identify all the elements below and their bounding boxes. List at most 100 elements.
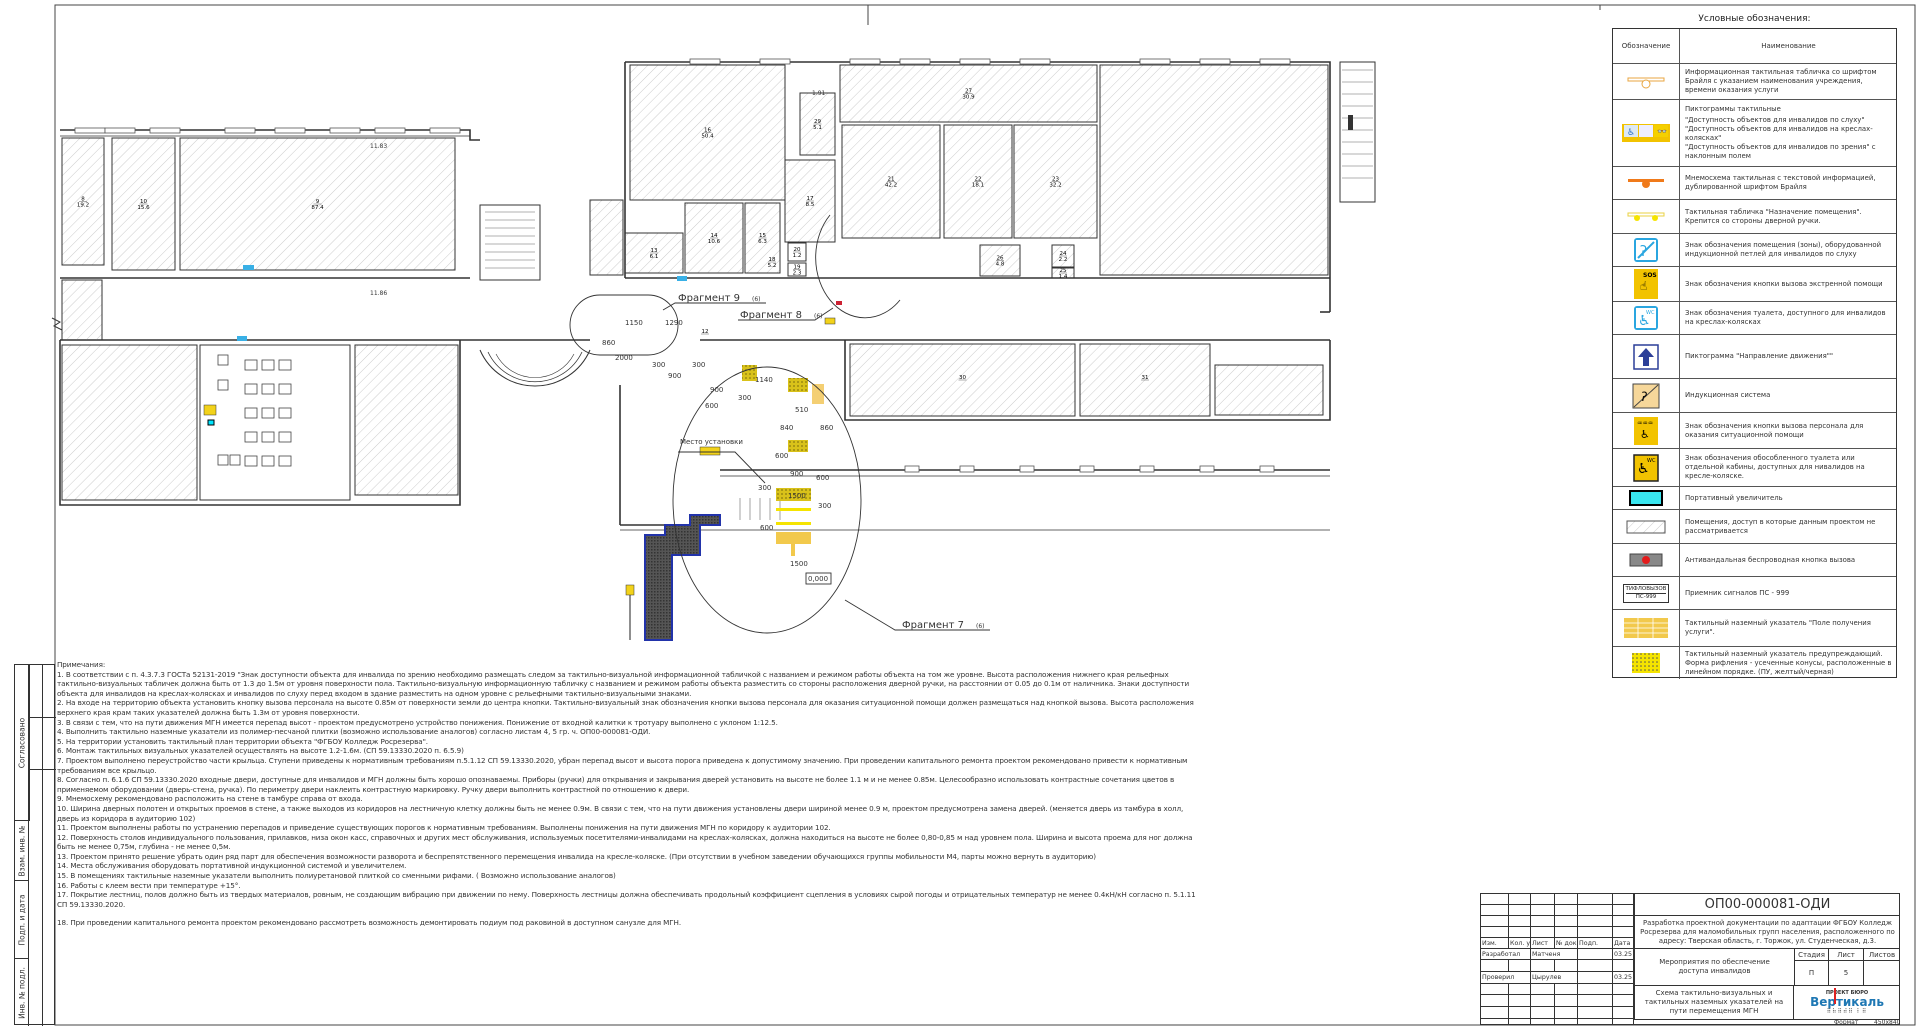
inv-orig-cell: Инв. № подл.	[15, 959, 29, 1026]
room-area: 19.2	[77, 203, 89, 209]
legend-col-name: Наименование	[1761, 41, 1816, 50]
legend-item-text: Знак обозначения кнопки вызова персонала…	[1685, 413, 1892, 448]
dimension-label: 1290	[665, 319, 683, 327]
dimension-label: 860	[602, 339, 615, 347]
title-block-cell	[1481, 894, 1509, 905]
dimension-label: 1140	[755, 376, 773, 384]
legend-item-text: Индукционная система	[1685, 379, 1892, 412]
excluded-area	[1099, 64, 1329, 276]
legend-text-line: Помещения, доступ в которые данным проек…	[1685, 517, 1876, 535]
desk	[278, 383, 292, 395]
window	[904, 465, 920, 473]
title-block-cell	[1509, 916, 1531, 927]
note-item: 16. Работы с клеем вести при температуре…	[57, 880, 241, 890]
room-31: 31	[1079, 343, 1211, 417]
room-number: 29	[814, 119, 821, 125]
classroom-desks	[217, 354, 292, 467]
dimension-label: 900	[790, 470, 803, 478]
desk	[244, 383, 258, 395]
legend-item-text: Помещения, доступ в которые данным проек…	[1685, 510, 1892, 543]
svg-text:♿: ♿	[1637, 461, 1650, 477]
title-block-cell	[1481, 1007, 1509, 1019]
title-block-cell	[1531, 894, 1555, 905]
note-item: 2. На входе на территорию объекта устано…	[57, 698, 1194, 717]
signature-date: 03.25	[1613, 949, 1634, 960]
room-area: 1.2	[793, 253, 802, 259]
document-code: ОП00-000081-ОДИ	[1634, 894, 1900, 916]
staff-call-sign-icon: ♒♒♒♿	[1613, 413, 1679, 448]
room-number: 23	[1052, 177, 1059, 183]
legend-text-line: Знак обозначения кнопки вызова персонала…	[1685, 421, 1864, 439]
desk	[261, 359, 275, 371]
title-block: ОП00-000081-ОДИ Разработка проектной док…	[1480, 893, 1900, 1026]
title-block-cell	[1509, 1019, 1531, 1025]
fragment-7-label: Фрагмент 7	[902, 620, 964, 631]
room-12: 12	[701, 329, 709, 335]
title-block-cell	[1531, 1019, 1555, 1025]
note-item: 17. Покрытие лестниц, полов должно быть …	[57, 890, 1196, 909]
legend-item-text: Приемник сигналов ПС - 999	[1685, 577, 1892, 609]
induction-loop-sign-icon	[243, 265, 254, 270]
room-13: 136.1	[624, 232, 684, 274]
room-number: 14	[711, 233, 718, 239]
title-block-cell	[1509, 927, 1531, 938]
svg-text:WC: WC	[1646, 310, 1655, 316]
title-block-cell	[1555, 995, 1578, 1007]
title-block-cell	[1578, 916, 1613, 927]
room-30: 30	[849, 343, 1076, 417]
title-block-cell	[1531, 916, 1555, 927]
title-block-cell	[1578, 972, 1613, 984]
room-number: 9	[316, 199, 320, 205]
room-number: 18	[769, 257, 776, 263]
portable-magnifier-icon	[207, 419, 215, 426]
direction-arrow-icon	[1613, 335, 1679, 378]
room-area: 10.6	[708, 239, 721, 245]
room-area: 50.4	[701, 134, 714, 140]
room-24: 242.2	[1051, 244, 1075, 268]
title-block-cell	[1613, 927, 1634, 938]
legend-item-text: Знак обозначения кнопки вызова экстренно…	[1685, 267, 1892, 301]
fragment-7-sheet: (6)	[976, 623, 985, 630]
window	[224, 127, 256, 134]
svg-text:👓: 👓	[1657, 127, 1667, 136]
entrance-ramp	[644, 514, 721, 641]
tactile-pictograms-icon: ♿👓	[1613, 100, 1679, 166]
receiver-icon-line: ТИФЛОВЫЗОВ	[1625, 585, 1667, 592]
note-item: 8. Согласно п. 6.1.6 СП 59.13330.2020 вх…	[57, 775, 1175, 794]
room-area: 18.1	[972, 183, 984, 189]
window	[1139, 465, 1155, 473]
sheet-title: Схема тактильно-визуальных и тактильных …	[1634, 986, 1794, 1019]
svg-text:♿: ♿	[1627, 128, 1635, 138]
legend-text-line: "Доступность объектов для инвалидов по с…	[1685, 116, 1865, 124]
title-block-cell	[1481, 1019, 1509, 1025]
window	[899, 58, 931, 65]
signature-name: Цырулев	[1531, 972, 1578, 984]
legend-row: SOS☝Знак обозначения кнопки вызова экстр…	[1613, 266, 1896, 301]
dimension-label: 900	[668, 372, 681, 380]
legend-table: Обозначение Наименование Информационная …	[1612, 28, 1897, 679]
legend-item-text: Тактильная табличка "Назначение помещени…	[1685, 200, 1892, 233]
legend-row: Помещения, доступ в которые данным проек…	[1613, 509, 1896, 543]
fragment-callouts	[569, 214, 990, 634]
legend-row: Тактильный наземный указатель "Поле полу…	[1613, 609, 1896, 646]
receiver-icon-line: ПС-999	[1625, 592, 1667, 601]
legend-header-row: Обозначение Наименование	[1613, 29, 1896, 63]
sos-button-sign-icon: SOS☝	[1613, 267, 1679, 301]
title-block-cell	[1509, 984, 1531, 995]
dimension-label: 510	[795, 406, 808, 414]
room-number: 16	[704, 128, 711, 134]
wireless-call-button-icon	[836, 301, 842, 305]
desk	[217, 454, 229, 466]
signature-role: Проверил	[1481, 972, 1531, 984]
title-block-cell	[1481, 927, 1509, 938]
room-17: 178.5	[784, 159, 836, 243]
sign-date-label: Подп. и дата	[17, 893, 26, 946]
title-block-cell	[1555, 984, 1578, 995]
title-block-cell	[1481, 905, 1509, 916]
room-number: 17	[807, 196, 814, 202]
warning-tile	[788, 378, 808, 392]
signature-name: Матченя	[1531, 949, 1578, 960]
